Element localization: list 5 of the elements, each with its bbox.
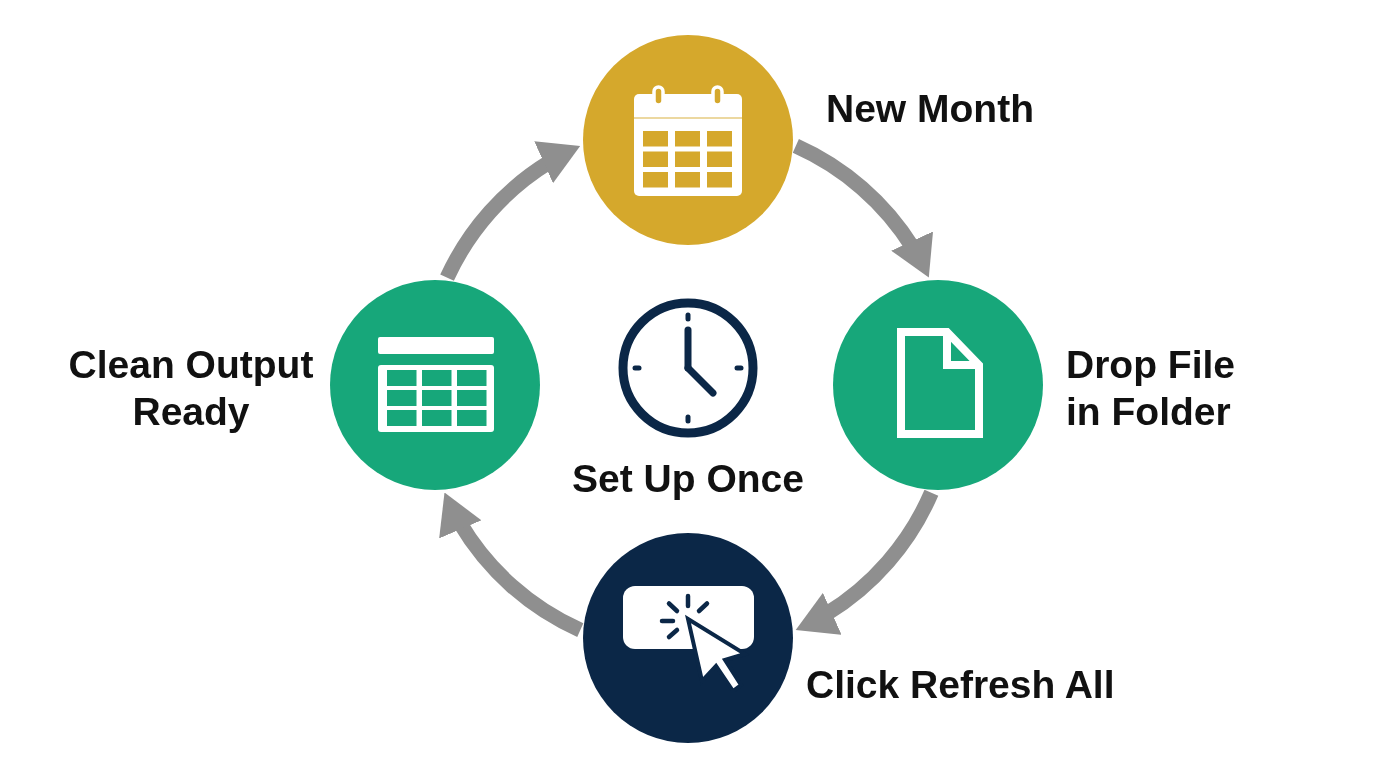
step-label: Click Refresh All xyxy=(806,662,1115,708)
step-label: Drop File in Folder xyxy=(1066,342,1236,435)
step-label: Clean Output Ready xyxy=(67,342,315,435)
center-label: Set Up Once xyxy=(571,456,805,502)
step-label: New Month xyxy=(826,86,1034,132)
